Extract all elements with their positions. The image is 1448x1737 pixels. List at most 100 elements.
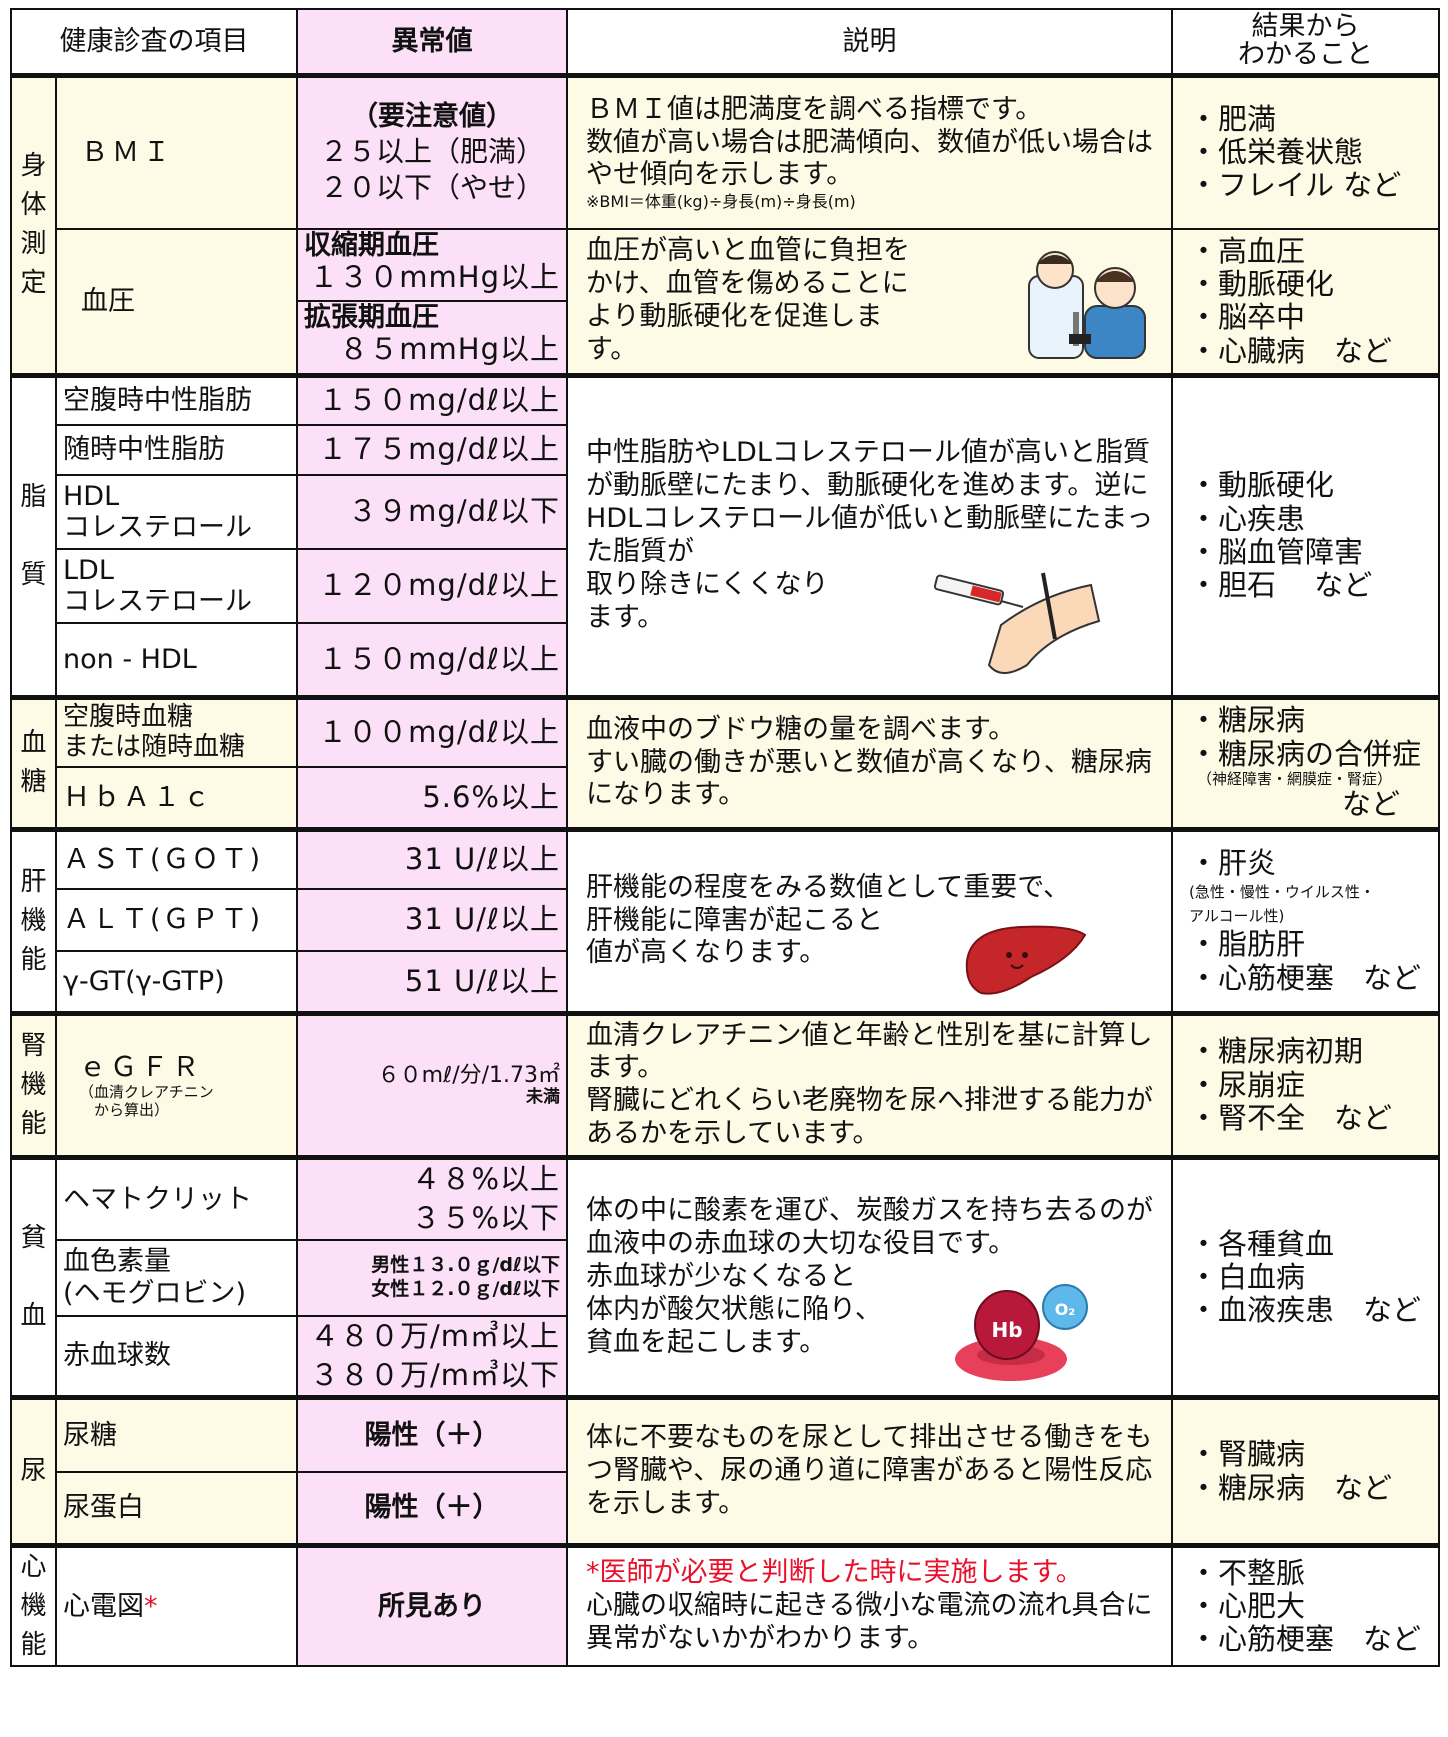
category-kidney: 腎 機 能 — [10, 1010, 57, 1159]
result-item: ・腎臓病 — [1189, 1437, 1306, 1472]
result-item: ・不整脈 — [1189, 1555, 1306, 1590]
item-alt: ＡＬＴ(ＧＰＴ) — [55, 888, 298, 952]
o2-icon: O₂ — [1055, 1300, 1076, 1319]
kidney-description: 血清クレアチニン値と年齢と性別を基に計算します。 腎臓にどれくらい老廃物を尿へ排… — [566, 1010, 1173, 1159]
item-ggt: γ-GT(γ-GTP) — [55, 950, 298, 1014]
fasting-tg-value: １５０mg/dℓ以上 — [296, 372, 568, 426]
egfr-value: ６０mℓ/分/1.73㎡ — [377, 1062, 560, 1088]
urine-protein-value: 陽性（＋） — [296, 1470, 568, 1547]
ecg-description: 心臓の収縮時に起きる微小な電流の流れ具合に異常がないかがわかります。 — [586, 1590, 1153, 1654]
lipid-description: 中性脂肪やLDLコレステロール値が高いと脂質が動脈壁にたまり、動脈硬化を進めます… — [586, 437, 1154, 633]
liver-illustration — [965, 925, 1087, 995]
result-item: ・糖尿病 など — [1189, 1470, 1393, 1505]
egfr-value-note: 未満 — [526, 1087, 560, 1108]
result-item: ・尿崩症 — [1189, 1067, 1306, 1102]
result-item: ・糖尿病初期 — [1189, 1034, 1364, 1069]
result-note: （神経障害・網膜症・腎症） — [1197, 770, 1393, 789]
result-item: ・高血圧 — [1189, 233, 1306, 268]
item-urine-sugar: 尿糖 — [55, 1395, 298, 1473]
non-hdl-value: １５０mg/dℓ以上 — [296, 622, 568, 698]
lipid-results: ・動脈硬化 ・心疾患 ・脳血管障害 ・胆石 など — [1171, 372, 1440, 698]
category-heart: 心 機 能 — [10, 1543, 57, 1668]
item-urine-protein: 尿蛋白 — [55, 1470, 298, 1547]
result-item: ・心筋梗塞 など — [1189, 1622, 1422, 1657]
anemia-results: ・各種貧血 ・白血病 ・血液疾患 など — [1171, 1155, 1440, 1399]
urine-sugar-value: 陽性（＋） — [296, 1395, 568, 1473]
hct-low: ３５%以下 — [411, 1201, 560, 1236]
ggt-value: 51 U/ℓ以上 — [296, 950, 568, 1014]
kidney-results: ・糖尿病初期 ・尿崩症 ・腎不全 など — [1171, 1010, 1440, 1159]
result-item: ・心疾患 — [1189, 501, 1306, 536]
bp-description: 血圧が高いと血管に負担をかけ、血管を傷めることにより動脈硬化を促進します。 — [586, 235, 910, 366]
item-fasting-tg: 空腹時中性脂肪 — [55, 372, 298, 426]
bp-results: ・高血圧 ・動脈硬化 ・脳卒中 ・心臓病 など — [1171, 228, 1440, 376]
item-ecg: 心電図 — [63, 1591, 144, 1622]
item-ldl: LDL コレステロール — [55, 548, 298, 624]
hb-icon: Hb — [991, 1318, 1022, 1342]
hb-male: 男性１３.０ｇ/dℓ以下 — [371, 1253, 560, 1276]
item-casual-tg: 随時中性脂肪 — [55, 424, 298, 476]
result-item: ・脳血管障害 — [1189, 535, 1364, 569]
result-item: ・脂肪肝 — [1189, 927, 1306, 962]
result-item: ・動脈硬化 — [1189, 468, 1335, 503]
sugar-results: ・糖尿病 ・糖尿病の合併症 （神経障害・網膜症・腎症） など — [1171, 694, 1440, 830]
item-rbc: 赤血球数 — [55, 1314, 298, 1399]
hdl-value: ３９mg/dℓ以下 — [296, 474, 568, 550]
bmi-obese: ２５以上（肥満） — [319, 134, 544, 168]
heart-results: ・不整脈 ・心肥大 ・心筋梗塞 など — [1171, 1543, 1440, 1668]
egfr-note: （血清クレアチニン から算出） — [79, 1082, 214, 1119]
item-bmi: ＢＭＩ — [55, 74, 298, 230]
urine-results: ・腎臓病 ・糖尿病 など — [1171, 1395, 1440, 1547]
bmi-thin: ２０以下（やせ） — [319, 171, 544, 205]
result-item: ・心肥大 — [1189, 1588, 1306, 1623]
category-body: 身 体 測 定 — [10, 74, 57, 376]
result-item: ・腎不全 など — [1189, 1101, 1393, 1136]
bp-diastolic-label: 拡張期血圧 — [304, 302, 439, 334]
result-item: ・血液疾患 など — [1189, 1293, 1422, 1328]
item-hdl: HDL コレステロール — [55, 474, 298, 550]
bmi-formula: ※BMI＝体重(kg)÷身長(m)÷身長(m) — [586, 192, 856, 212]
rbc-high: ４８０万/m㎥以上 — [309, 1318, 560, 1353]
bp-systolic-label: 収縮期血圧 — [304, 230, 439, 262]
item-hemoglobin: 血色素量 (ヘモグロビン) — [55, 1238, 298, 1317]
bmi-results: ・肥満 ・低栄養状態 ・フレイル など — [1171, 74, 1440, 230]
result-item: ・白血病 — [1189, 1259, 1306, 1294]
blood-cell-illustration: Hb O₂ — [955, 1284, 1088, 1382]
header-item: 健康診査の項目 — [10, 8, 298, 78]
item-egfr: ｅＧＦＲ — [79, 1051, 203, 1083]
liver-description: 肝機能の程度をみる数値として重要で、 肝機能に障害が起こると 値が高くなります。 — [586, 871, 1071, 969]
sugar-description: 血液中のブドウ糖の量を調べます。 すい臓の働きが悪いと数値が高くなり、糖尿病にな… — [566, 694, 1173, 830]
result-item: ・動脈硬化 — [1189, 266, 1335, 301]
rbc-low: ３８０万/m㎥以下 — [309, 1357, 560, 1392]
blood-pressure-illustration — [1028, 251, 1146, 359]
alt-value: 31 U/ℓ以上 — [296, 888, 568, 952]
header-abnormal: 異常値 — [296, 8, 568, 78]
header-result: 結果から わかること — [1171, 8, 1440, 78]
category-anemia: 貧 血 — [10, 1155, 57, 1399]
category-liver: 肝 機 能 — [10, 826, 57, 1014]
result-item: ・糖尿病 — [1189, 703, 1306, 738]
ldl-value: １２０mg/dℓ以上 — [296, 548, 568, 624]
glucose-value: １００mg/dℓ以上 — [296, 694, 568, 768]
item-non-hdl: non - HDL — [55, 622, 298, 698]
result-item: ・心臓病 など — [1189, 333, 1393, 368]
item-hematocrit: ヘマトクリット — [55, 1155, 298, 1241]
result-item: ・各種貧血 — [1189, 1226, 1335, 1261]
item-ast: ＡＳＴ(ＧＯＴ) — [55, 826, 298, 890]
liver-results: ・肝炎 (急性・慢性・ウイルス性・ アルコール性) ・脂肪肝 ・心筋梗塞 など — [1171, 826, 1440, 1014]
result-item: ・心筋梗塞 など — [1189, 960, 1422, 995]
result-item: ・糖尿病の合併症 — [1189, 736, 1422, 771]
hb-female: 女性１２.０ｇ/dℓ以下 — [371, 1277, 560, 1300]
anemia-description: 体の中に酸素を運び、炭酸ガスを持ち去るのが血液中の赤血球の大切な役目です。 赤血… — [586, 1195, 1153, 1359]
hba1c-value: 5.6%以上 — [296, 766, 568, 830]
category-lipid: 脂 質 — [10, 372, 57, 698]
result-note: (急性・慢性・ウイルス性・ アルコール性) — [1189, 883, 1375, 926]
bmi-description: ＢＭＩ値は肥満度を調べる指標です。 数値が高い場合は肥満傾向、数値が低い場合はや… — [586, 93, 1153, 191]
urine-description: 体に不要なものを尿として排出させる働きをもつ腎臓や、尿の通り道に障害があると陽性… — [566, 1395, 1173, 1547]
result-item: ・肥満 — [1189, 101, 1277, 136]
casual-tg-value: １７５mg/dℓ以上 — [296, 424, 568, 476]
result-item: ・低栄養状態 — [1189, 135, 1364, 170]
bmi-caution: （要注意値） — [351, 100, 513, 132]
item-hba1c: ＨｂＡ１ｃ — [55, 766, 298, 830]
result-item: ・脳卒中 — [1189, 300, 1306, 335]
